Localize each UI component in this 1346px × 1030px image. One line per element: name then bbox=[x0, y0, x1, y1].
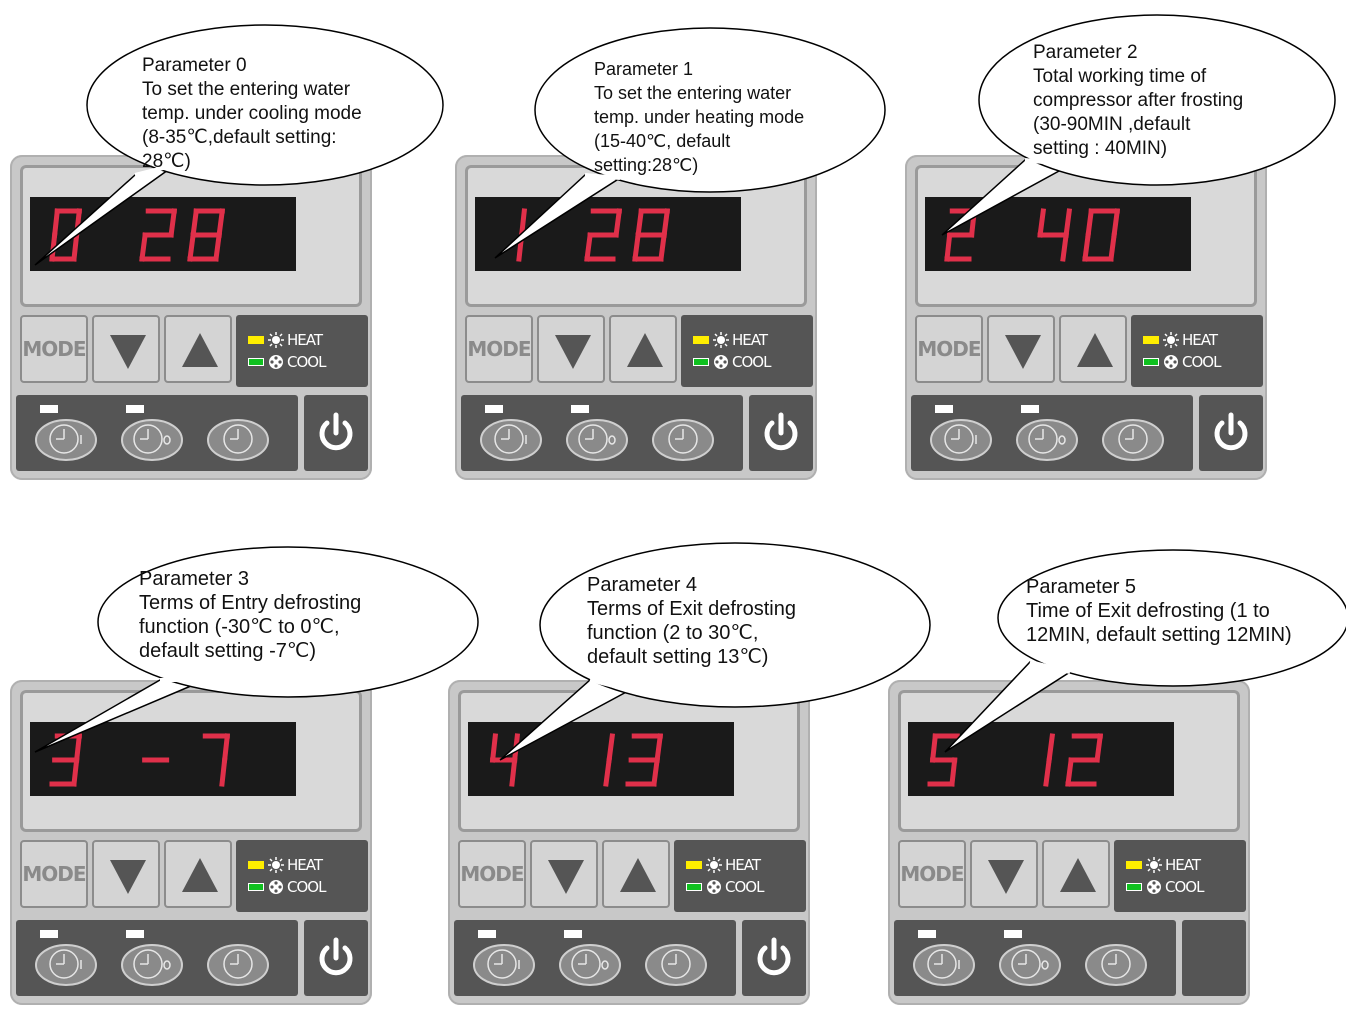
callout-text: Parameter 3Terms of Entry defrosting fun… bbox=[139, 567, 361, 663]
parameter-title: Parameter 0 bbox=[142, 54, 362, 78]
parameter-description-line: default setting -7℃) bbox=[139, 639, 361, 663]
parameter-title: Parameter 3 bbox=[139, 567, 361, 591]
parameter-description-line: To set the entering water bbox=[594, 81, 804, 105]
parameter-description-line: Total working time of bbox=[1033, 65, 1243, 89]
parameter-description-line: 28℃) bbox=[142, 150, 362, 174]
parameter-title: Parameter 5 bbox=[1026, 575, 1292, 599]
parameter-title: Parameter 2 bbox=[1033, 41, 1243, 65]
parameter-description-line: Terms of Entry defrosting bbox=[139, 591, 361, 615]
parameter-description-line: compressor after frosting bbox=[1033, 89, 1243, 113]
parameter-description-line: (15-40℃, default bbox=[594, 129, 804, 153]
parameter-description-line: 12MIN, default setting 12MIN) bbox=[1026, 623, 1292, 647]
parameter-description-line: setting : 40MIN) bbox=[1033, 137, 1243, 161]
parameter-description-line: (8-35℃,default setting: bbox=[142, 126, 362, 150]
parameter-description-line: Time of Exit defrosting (1 to bbox=[1026, 599, 1292, 623]
parameter-description-line: (30-90MIN ,default bbox=[1033, 113, 1243, 137]
parameter-description-line: Terms of Exit defrosting bbox=[587, 597, 796, 621]
parameter-description-line: To set the entering water bbox=[142, 78, 362, 102]
parameter-description-line: temp. under heating mode bbox=[594, 105, 804, 129]
callout-text: Parameter 1To set the entering watertemp… bbox=[594, 57, 804, 177]
parameter-title: Parameter 4 bbox=[587, 573, 796, 597]
parameter-description-line: setting:28℃) bbox=[594, 153, 804, 177]
parameter-title: Parameter 1 bbox=[594, 57, 804, 81]
parameter-description-line: function (2 to 30℃, bbox=[587, 621, 796, 645]
parameter-description-line: default setting 13℃) bbox=[587, 645, 796, 669]
parameter-description-line: function (-30℃ to 0℃, bbox=[139, 615, 361, 639]
parameter-description-line: temp. under cooling mode bbox=[142, 102, 362, 126]
